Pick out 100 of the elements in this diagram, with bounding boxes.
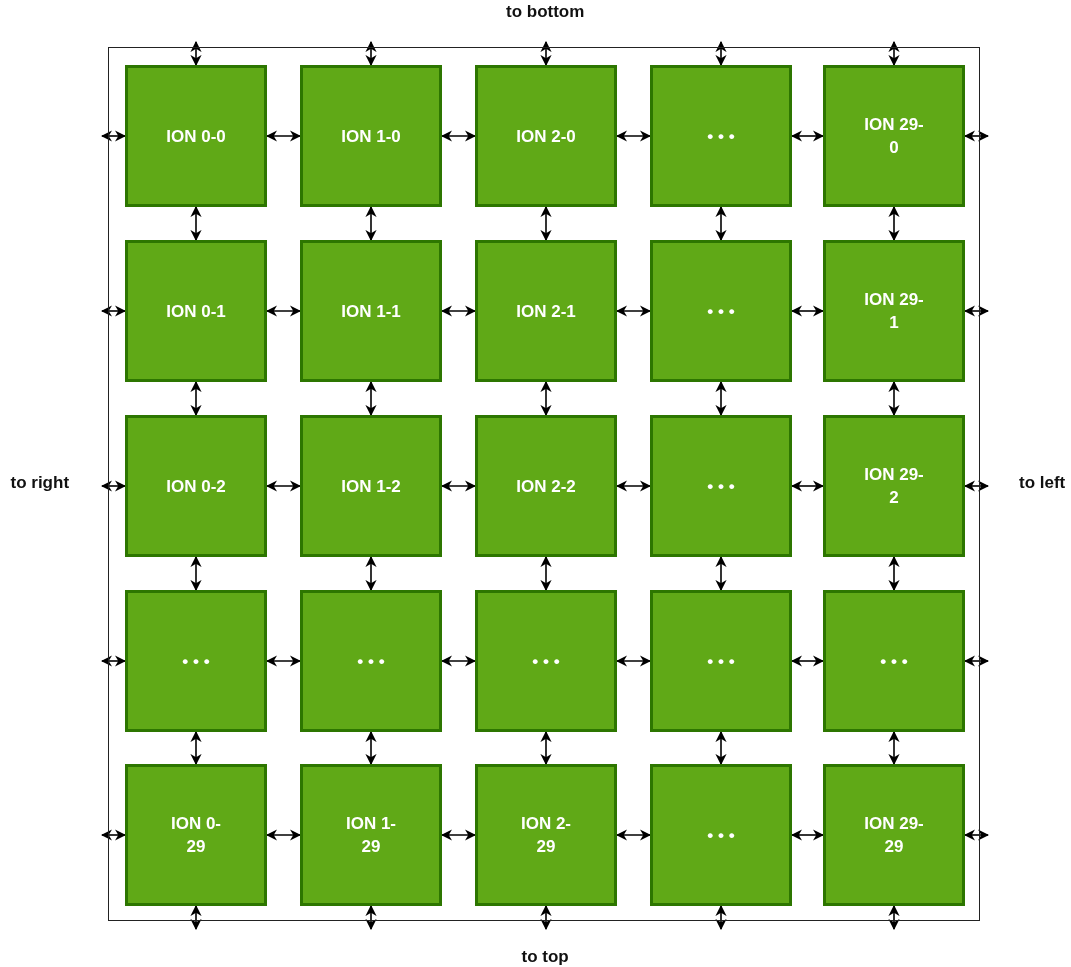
- double-arrow: [190, 380, 202, 417]
- direction-label: to bottom: [506, 3, 585, 21]
- double-arrow: [715, 555, 727, 592]
- double-arrow: [100, 130, 127, 142]
- direction-label: to right: [10, 474, 70, 492]
- double-arrow: [440, 130, 477, 142]
- double-arrow: [540, 904, 552, 931]
- double-arrow: [963, 305, 990, 317]
- double-arrow: [615, 829, 652, 841]
- double-arrow: [963, 655, 990, 667]
- node-label: ION 1-2: [340, 475, 402, 498]
- node-box: [823, 764, 965, 906]
- double-arrow: [365, 380, 377, 417]
- double-arrow: [715, 205, 727, 242]
- double-arrow: [100, 829, 127, 841]
- double-arrow: [715, 40, 727, 67]
- double-arrow: [540, 205, 552, 242]
- node-label: ION 29-0: [863, 114, 925, 159]
- double-arrow: [888, 380, 900, 417]
- node-label: • • •: [706, 650, 736, 673]
- double-arrow: [888, 904, 900, 931]
- node-label: ION 2-1: [515, 300, 577, 323]
- double-arrow: [190, 730, 202, 766]
- node-label: ION 2-0: [515, 125, 577, 148]
- node-label: ION 2-2: [515, 475, 577, 498]
- double-arrow: [615, 305, 652, 317]
- double-arrow: [888, 555, 900, 592]
- node-box: [650, 415, 792, 557]
- node-label: • • •: [356, 650, 386, 673]
- double-arrow: [963, 829, 990, 841]
- double-arrow: [715, 730, 727, 766]
- node-box: [125, 240, 267, 382]
- double-arrow: [963, 480, 990, 492]
- node-label: ION 1-1: [340, 300, 402, 323]
- double-arrow: [963, 130, 990, 142]
- node-label: • • •: [706, 300, 736, 323]
- double-arrow: [365, 555, 377, 592]
- node-box: [475, 240, 617, 382]
- node-box: [125, 764, 267, 906]
- node-label: ION 0-2: [165, 475, 227, 498]
- double-arrow: [365, 40, 377, 67]
- node-label: • • •: [706, 475, 736, 498]
- direction-label: to left: [1019, 474, 1066, 492]
- double-arrow: [190, 40, 202, 67]
- double-arrow: [190, 904, 202, 931]
- double-arrow: [365, 205, 377, 242]
- node-label: ION 2-29: [519, 813, 573, 858]
- node-box: [300, 65, 442, 207]
- node-label: ION 0-1: [165, 300, 227, 323]
- node-box: [823, 590, 965, 732]
- node-label: • • •: [706, 125, 736, 148]
- node-label: ION 1-29: [344, 813, 398, 858]
- double-arrow: [100, 655, 127, 667]
- node-label: ION 29-2: [863, 464, 925, 509]
- double-arrow: [265, 655, 302, 667]
- double-arrow: [100, 305, 127, 317]
- node-box: [300, 415, 442, 557]
- double-arrow: [888, 205, 900, 242]
- node-label: • • •: [531, 650, 561, 673]
- node-label: ION 29-29: [863, 813, 925, 858]
- double-arrow: [190, 205, 202, 242]
- double-arrow: [715, 904, 727, 931]
- node-box: [475, 415, 617, 557]
- node-box: [300, 240, 442, 382]
- node-label: • • •: [181, 650, 211, 673]
- direction-label: to top: [521, 948, 569, 966]
- node-label: ION 0-29: [169, 813, 223, 858]
- node-label: ION 29-1: [863, 289, 925, 334]
- node-box: [300, 590, 442, 732]
- node-box: [650, 590, 792, 732]
- double-arrow: [100, 480, 127, 492]
- double-arrow: [790, 829, 825, 841]
- node-box: [823, 415, 965, 557]
- double-arrow: [615, 130, 652, 142]
- double-arrow: [190, 555, 202, 592]
- outer-frame: [108, 47, 980, 921]
- node-box: [300, 764, 442, 906]
- double-arrow: [615, 655, 652, 667]
- double-arrow: [888, 730, 900, 766]
- double-arrow: [540, 40, 552, 67]
- double-arrow: [888, 40, 900, 67]
- double-arrow: [540, 380, 552, 417]
- node-box: [650, 764, 792, 906]
- double-arrow: [540, 730, 552, 766]
- node-box: [475, 764, 617, 906]
- node-label: • • •: [706, 824, 736, 847]
- double-arrow: [265, 480, 302, 492]
- double-arrow: [790, 480, 825, 492]
- double-arrow: [440, 305, 477, 317]
- node-label: ION 0-0: [165, 125, 227, 148]
- double-arrow: [440, 480, 477, 492]
- double-arrow: [790, 130, 825, 142]
- double-arrow: [440, 655, 477, 667]
- double-arrow: [540, 555, 552, 592]
- double-arrow: [265, 130, 302, 142]
- node-box: [823, 65, 965, 207]
- double-arrow: [265, 305, 302, 317]
- double-arrow: [365, 904, 377, 931]
- node-label: ION 1-0: [340, 125, 402, 148]
- double-arrow: [615, 480, 652, 492]
